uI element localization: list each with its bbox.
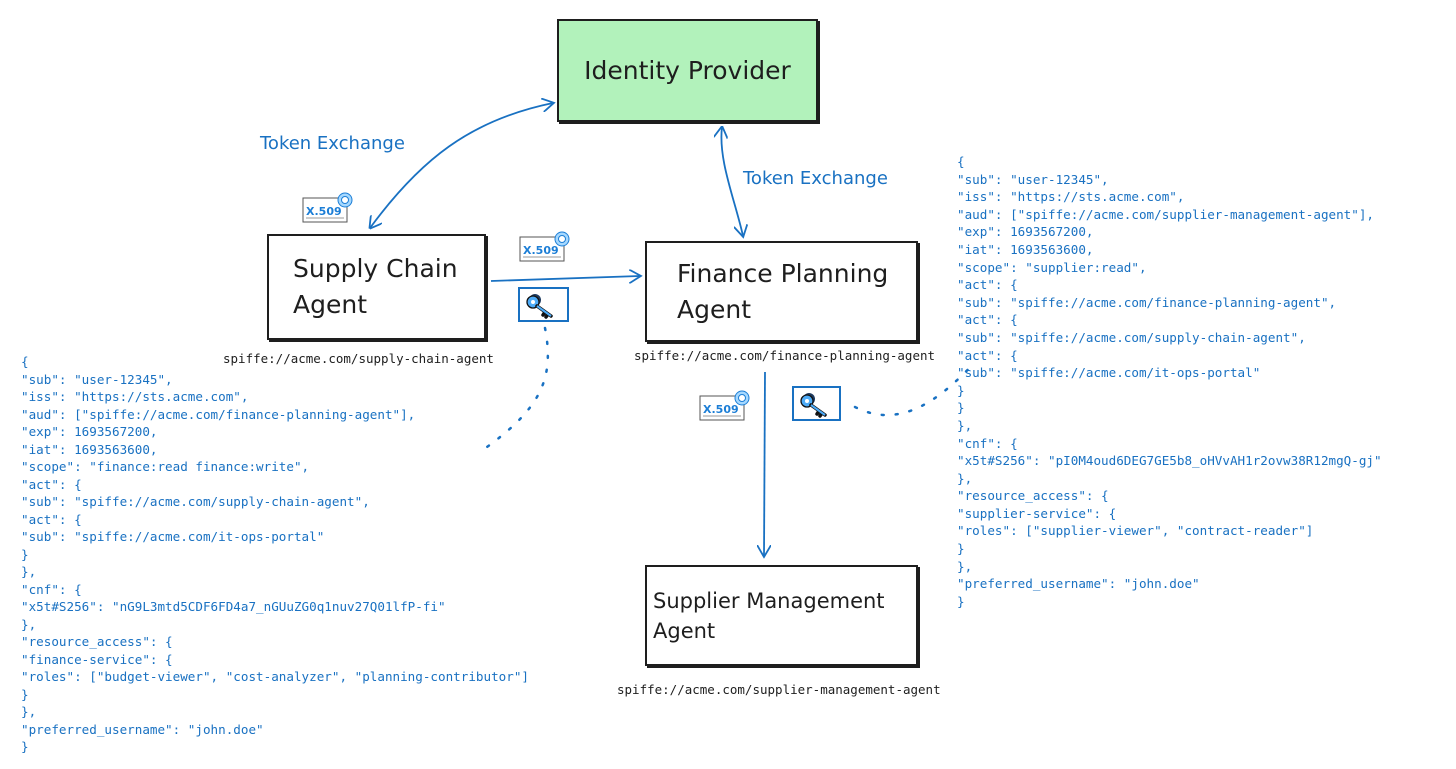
token-claim-line: "sub": "user-12345", bbox=[21, 371, 173, 387]
token-claim-line: }, bbox=[957, 417, 973, 433]
certificate-label: X.509 bbox=[523, 244, 559, 257]
finance-to-supplier-arrow bbox=[764, 371, 765, 556]
supply-to-finance-arrow bbox=[490, 276, 640, 281]
node-label-line: Agent bbox=[677, 294, 751, 324]
token-claim-line: } bbox=[957, 382, 965, 398]
keys-icon bbox=[518, 287, 570, 327]
token-claim-line: { bbox=[21, 354, 29, 369]
token-claim-line: "supplier-service": { bbox=[957, 505, 1117, 521]
left-token-dotted-link bbox=[478, 326, 550, 454]
certificate-label: X.509 bbox=[306, 205, 342, 218]
finance-planning-agent-node: Finance Planning Agent bbox=[645, 241, 918, 342]
node-label-line: Agent bbox=[293, 290, 367, 319]
token-claim-line: "cnf": { bbox=[21, 581, 82, 597]
token-claim-line: "cnf": { bbox=[957, 435, 1018, 451]
node-label-line: Finance Planning bbox=[677, 258, 889, 288]
token-claim-line: "roles": ["budget-viewer", "cost-analyze… bbox=[21, 669, 529, 684]
token-claim-line: }, bbox=[21, 564, 37, 579]
identity-provider-label: Identity Provider bbox=[584, 55, 791, 85]
token-claim-line: "act": { bbox=[21, 511, 82, 527]
node-label-line: Supplier Management bbox=[653, 588, 885, 613]
token-claim-line: "x5t#S256": "nG9L3mtd5CDF6FD4a7_nGUuZG0q… bbox=[21, 599, 446, 614]
supplier-management-agent-node: Supplier Management Agent bbox=[645, 565, 918, 666]
token-claim-line: } bbox=[21, 546, 29, 562]
token-claim-line: "act": { bbox=[957, 277, 1018, 293]
token-claim-line: "aud": ["spiffe://acme.com/supplier-mana… bbox=[957, 206, 1375, 222]
token-claim-line: "preferred_username": "john.doe" bbox=[957, 576, 1200, 592]
token-claim-line: { bbox=[957, 154, 965, 169]
finance-planning-spiffe-id: spiffe://acme.com/finance-planning-agent bbox=[634, 348, 936, 363]
token-claim-line: "sub": "spiffe://acme.com/it-ops-portal" bbox=[957, 365, 1261, 381]
token-claim-line: } bbox=[957, 593, 965, 609]
node-label-line: Agent bbox=[653, 618, 716, 643]
token-claim-line: "act": { bbox=[21, 476, 82, 492]
finance-planning-token-claims: { "sub": "user-12345", "iss": "https://sts… bbox=[957, 153, 1382, 610]
identity-provider-node: Identity Provider bbox=[557, 19, 818, 122]
token-claim-line: "sub": "spiffe://acme.com/finance-planni… bbox=[957, 294, 1337, 310]
supply-chain-agent-node: Supply Chain Agent bbox=[267, 234, 486, 340]
token-exchange-label-left: Token Exchange bbox=[260, 133, 405, 154]
token-claim-line: "iat": 1693563600, bbox=[21, 441, 158, 457]
right-token-dotted-link bbox=[853, 360, 977, 417]
supply-chain-token-claims: { "sub": "user-12345", "iss": "https://sts… bbox=[21, 353, 529, 756]
token-claim-line: } bbox=[21, 739, 29, 754]
token-claim-line: "act": { bbox=[957, 312, 1018, 328]
token-exchange-arrow-left bbox=[370, 103, 553, 228]
token-claim-line: "iss": "https://sts.acme.com", bbox=[957, 189, 1185, 205]
token-claim-line: "roles": ["supplier-viewer", "contract-r… bbox=[957, 523, 1314, 539]
certificate-label: X.509 bbox=[703, 403, 739, 416]
token-claim-line: "scope": "finance:read finance:write", bbox=[21, 459, 310, 474]
token-claim-line: "preferred_username": "john.doe" bbox=[21, 721, 264, 737]
token-claim-line: "aud": ["spiffe://acme.com/finance-plann… bbox=[21, 406, 416, 422]
token-claim-line: "x5t#S256": "pI0M4oud6DEG7GE5b8_oHVvAH1r… bbox=[957, 453, 1382, 469]
supplier-management-spiffe-id: spiffe://acme.com/supplier-management-ag… bbox=[617, 682, 941, 697]
token-claim-line: }, bbox=[957, 558, 973, 574]
token-claim-line: "resource_access": { bbox=[21, 634, 173, 649]
token-exchange-arrow-right bbox=[721, 127, 743, 236]
token-claim-line: "scope": "supplier:read", bbox=[957, 259, 1147, 275]
token-claim-line: } bbox=[957, 400, 965, 416]
node-label-line: Supply Chain bbox=[293, 254, 458, 283]
keys-icon bbox=[792, 386, 844, 426]
supply-chain-spiffe-id: spiffe://acme.com/supply-chain-agent bbox=[223, 351, 494, 366]
token-exchange-label-right: Token Exchange bbox=[743, 168, 888, 189]
token-claim-line: } bbox=[21, 686, 29, 702]
certificate-icon: X.509 bbox=[302, 192, 354, 230]
token-claim-line: "act": { bbox=[957, 347, 1018, 363]
token-claim-line: "iat": 1693563600, bbox=[957, 241, 1094, 257]
certificate-icon: X.509 bbox=[519, 231, 571, 269]
token-claim-line: "sub": "spiffe://acme.com/supply-chain-a… bbox=[957, 329, 1306, 345]
token-claim-line: "sub": "spiffe://acme.com/supply-chain-a… bbox=[21, 494, 370, 509]
certificate-icon: X.509 bbox=[699, 390, 751, 428]
token-claim-line: }, bbox=[21, 616, 37, 632]
token-claim-line: }, bbox=[21, 704, 37, 719]
token-claim-line: "exp": 1693567200, bbox=[21, 424, 158, 439]
token-claim-line: "iss": "https://sts.acme.com", bbox=[21, 389, 249, 404]
token-claim-line: "finance-service": { bbox=[21, 651, 173, 667]
token-claim-line: "sub": "spiffe://acme.com/it-ops-portal" bbox=[21, 529, 325, 544]
token-claim-line: "sub": "user-12345", bbox=[957, 171, 1109, 187]
token-claim-line: } bbox=[957, 541, 965, 557]
token-claim-line: "exp": 1693567200, bbox=[957, 224, 1094, 240]
token-claim-line: "resource_access": { bbox=[957, 488, 1109, 504]
token-claim-line: }, bbox=[957, 470, 973, 486]
